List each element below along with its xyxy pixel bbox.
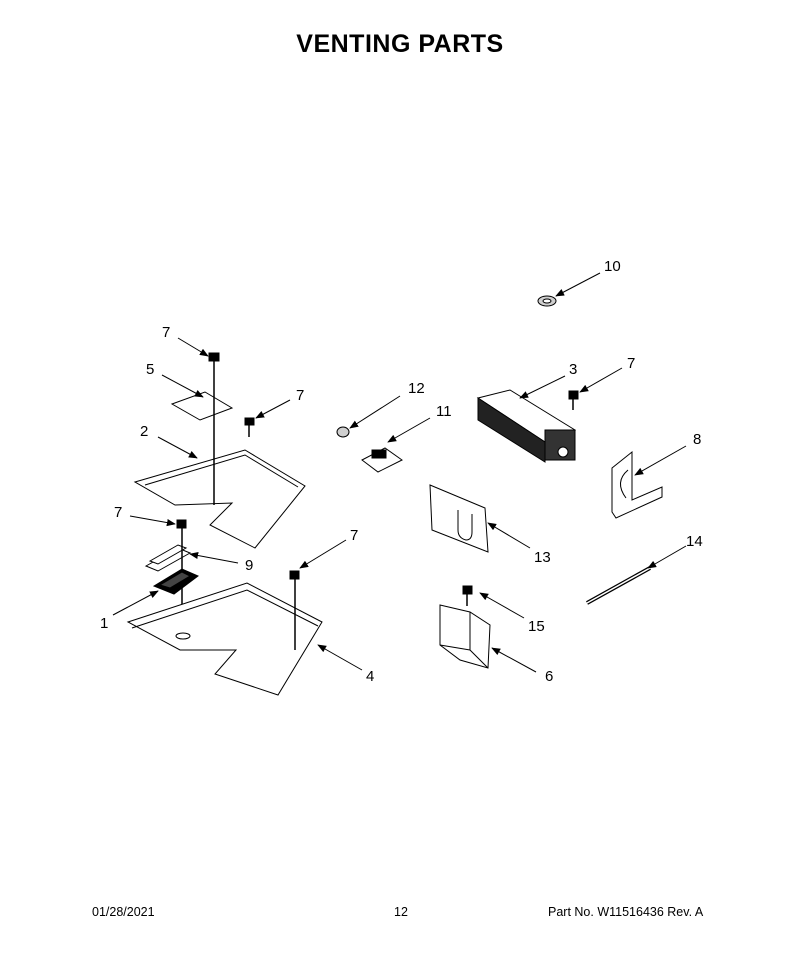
callout-7-top: 7 <box>162 324 170 341</box>
part-12-nut <box>336 426 350 438</box>
screw-7-bottom <box>289 570 300 650</box>
part-9-strip <box>144 544 192 572</box>
callout-7-right: 7 <box>627 355 635 372</box>
part-14-rod <box>586 566 651 605</box>
callout-labels: 10 7 5 7 12 11 3 7 2 8 7 7 13 9 14 1 15 … <box>100 258 703 685</box>
callout-leaders <box>112 272 687 673</box>
part-1-bracket <box>152 568 199 595</box>
part-2-vent-panel <box>133 449 306 549</box>
callout-2: 2 <box>140 423 148 440</box>
part-3-fan-assembly <box>476 389 577 463</box>
callout-7-bottom: 7 <box>350 527 358 544</box>
callout-7-left: 7 <box>114 504 122 521</box>
part-10-washer <box>537 295 557 307</box>
callout-3: 3 <box>569 361 577 378</box>
callout-9: 9 <box>245 557 253 574</box>
callout-6: 6 <box>545 668 553 685</box>
callout-12: 12 <box>408 380 425 397</box>
footer-date: 01/28/2021 <box>92 905 155 919</box>
callout-10: 10 <box>604 258 621 275</box>
callout-8: 8 <box>693 431 701 448</box>
part-13-duct-plate <box>429 484 489 553</box>
screw-15 <box>462 585 473 606</box>
callout-4: 4 <box>366 668 374 685</box>
part-11-connector <box>361 447 403 473</box>
callout-7-panel: 7 <box>296 387 304 404</box>
screw-7-panel <box>244 417 255 437</box>
part-8-bracket <box>611 450 663 519</box>
footer-part-number: Part No. W11516436 Rev. A <box>548 905 704 919</box>
callout-5: 5 <box>146 361 154 378</box>
callout-1: 1 <box>100 615 108 632</box>
screw-7-right <box>568 390 579 410</box>
part-4-bottom-panel <box>126 582 323 696</box>
page-title: VENTING PARTS <box>296 30 504 58</box>
callout-14: 14 <box>686 533 703 550</box>
callout-15: 15 <box>528 618 545 635</box>
screw-7-top <box>208 352 220 505</box>
footer-page-number: 12 <box>394 905 408 919</box>
part-6-box <box>439 604 491 669</box>
callout-13: 13 <box>534 549 551 566</box>
callout-11: 11 <box>436 403 452 420</box>
part-5-plate <box>170 391 234 421</box>
